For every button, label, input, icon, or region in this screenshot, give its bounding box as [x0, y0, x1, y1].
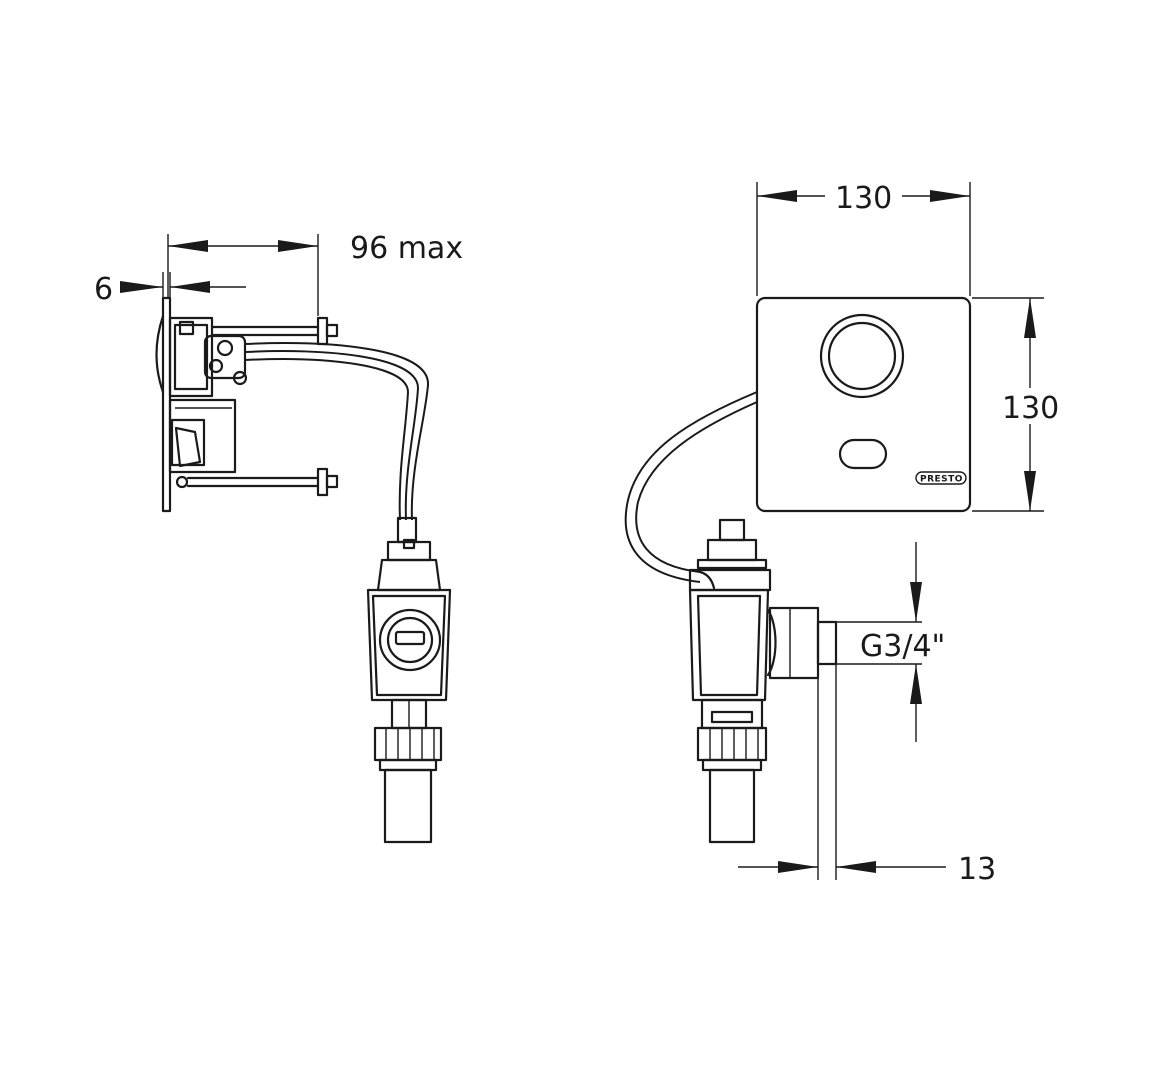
dimension-width-130: 130: [756, 181, 971, 296]
dim-label-13: 13: [958, 852, 996, 887]
lower-housing: [168, 398, 237, 474]
mounting-rods: [175, 316, 339, 497]
brand-logo-text: PRESTO: [920, 475, 963, 485]
dimension-96-max: 96 max: [167, 231, 463, 316]
dim-label-thread: G3/4": [860, 629, 945, 664]
dimension-13: 13: [738, 664, 996, 887]
dim-label-height-130: 130: [1002, 391, 1059, 426]
front-valve: [688, 518, 838, 844]
push-button-outer: [819, 313, 905, 399]
dim-label-width-130: 130: [835, 181, 892, 216]
side-hoses: [244, 342, 430, 544]
side-view: 96 max 6: [94, 231, 463, 844]
dimension-thread: G3/4": [836, 542, 945, 742]
front-view: PRESTO: [624, 181, 1059, 887]
upper-housing: [168, 316, 248, 398]
front-cable: [624, 391, 758, 583]
dim-label-96-max: 96 max: [350, 231, 463, 266]
dimension-height-130: 130: [972, 297, 1059, 512]
cover-plate: [755, 296, 972, 513]
push-button-inner: [827, 321, 897, 391]
dim-label-6: 6: [94, 272, 113, 307]
brand-logo: PRESTO: [915, 471, 967, 485]
sensor-window: [838, 438, 888, 470]
dimension-6: 6: [94, 272, 246, 307]
side-valve: [366, 538, 452, 844]
cover-bulge: [155, 314, 165, 394]
